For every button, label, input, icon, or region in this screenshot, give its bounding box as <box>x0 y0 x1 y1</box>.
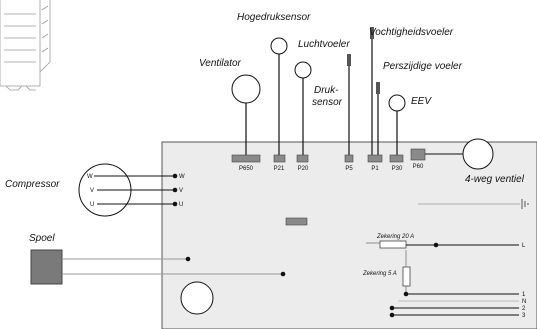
discharge-sensor-symbol <box>376 82 380 94</box>
connector-p650-label: P650 <box>239 166 254 172</box>
connector-p60 <box>410 148 426 161</box>
humidity-sensor-label: Vochtigheidsvoeler <box>369 27 454 38</box>
air-sensor-label: Luchtvoeler <box>298 39 350 50</box>
high-pressure-sensor-label: Hogedruksensor <box>237 12 311 23</box>
fuse-5a-label: Zekering 5 A <box>362 271 397 277</box>
connector-p21-label: P21 <box>274 166 285 172</box>
ventilator-symbol <box>231 74 261 104</box>
terminal-1: 1 <box>522 292 526 298</box>
discharge-sensor-label: Perszijdige voeler <box>383 61 463 72</box>
humidity-sensor-symbol <box>370 27 374 39</box>
terminal-block: 1 N 2 3 <box>389 291 526 319</box>
terminal-l: L <box>522 243 526 249</box>
connector-row: P650 P21 P20 P5 P1 P30 P60 <box>231 148 426 172</box>
ground-icon <box>521 199 529 209</box>
fuse-20a-label: Zekering 20 A <box>376 234 414 240</box>
connector-p20 <box>296 154 309 163</box>
coil-symbol <box>30 249 63 285</box>
fuse-5a <box>402 266 411 287</box>
board-pin-u: U <box>179 202 183 208</box>
compressor-label: Compressor <box>5 179 60 190</box>
connector-p1-label: P1 <box>371 166 379 172</box>
high-pressure-sensor-symbol <box>270 37 288 55</box>
compressor-pin-w: W <box>87 174 93 180</box>
board-circle-component <box>180 281 214 315</box>
connector-p60-label: P60 <box>413 164 424 170</box>
terminal-n: N <box>522 299 526 305</box>
compressor-pin-v: V <box>90 188 94 194</box>
pressure-sensor-label-line1: Druk- <box>314 85 339 96</box>
ventilator-label: Ventilator <box>199 58 242 69</box>
fuse-20a <box>379 240 407 249</box>
control-board <box>161 141 537 329</box>
pressure-sensor-symbol <box>294 61 312 79</box>
connector-p5-label: P5 <box>345 166 353 172</box>
terminal-3: 3 <box>522 313 526 319</box>
terminal-2: 2 <box>522 306 526 312</box>
board-component <box>285 217 308 226</box>
connector-p5 <box>344 154 354 163</box>
four-way-valve-label: 4-weg ventiel <box>465 174 525 185</box>
four-way-valve-symbol <box>462 138 494 170</box>
air-sensor-symbol <box>347 54 351 66</box>
board-pin-v: V <box>179 188 183 194</box>
connector-p21 <box>273 154 286 163</box>
connector-p30-label: P30 <box>392 166 403 172</box>
outdoor-unit-sketch <box>0 0 51 91</box>
connector-p650 <box>231 154 261 163</box>
compressor-pin-u: U <box>90 202 94 208</box>
pressure-sensor-label-line2: sensor <box>312 97 343 108</box>
connector-p1 <box>367 154 383 163</box>
connector-p20-label: P20 <box>298 166 309 172</box>
eev-symbol <box>388 94 406 112</box>
board-pin-w: W <box>179 174 185 180</box>
coil-label: Spoel <box>29 233 55 244</box>
eev-label: EEV <box>411 96 432 107</box>
connector-p30 <box>389 154 404 163</box>
